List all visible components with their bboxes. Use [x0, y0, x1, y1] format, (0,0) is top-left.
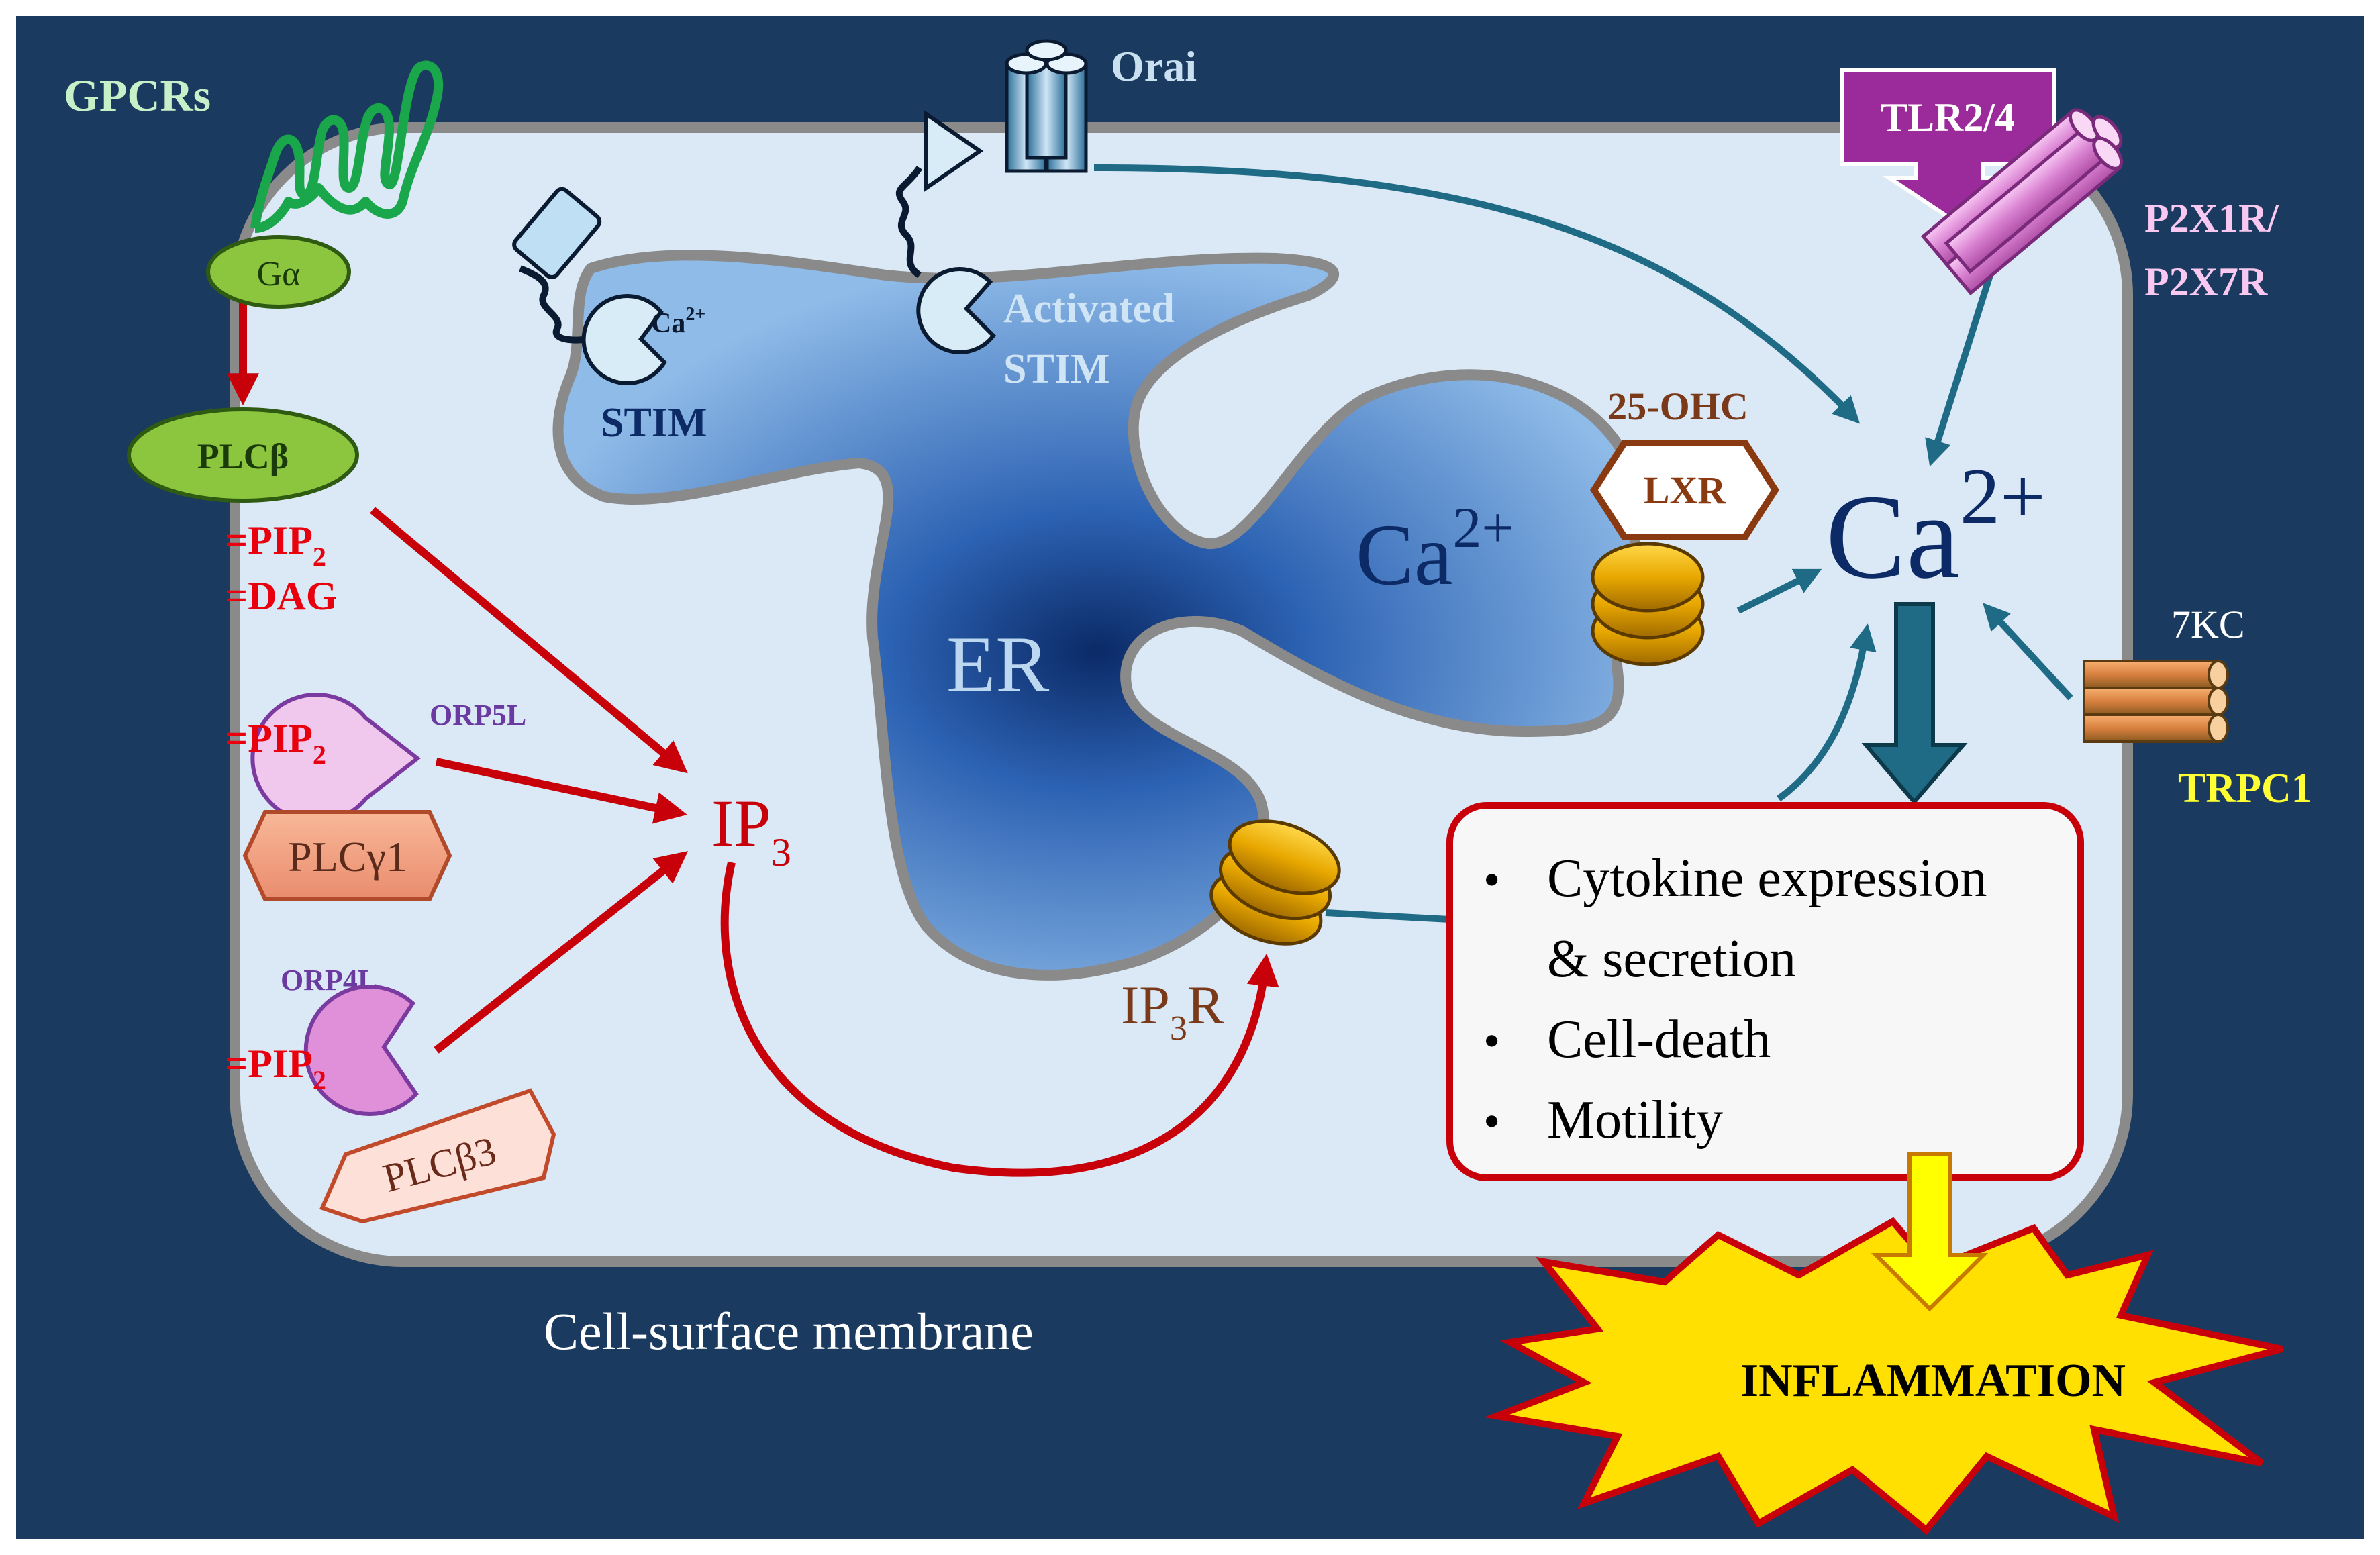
p2x-label-2: P2X7R [2144, 260, 2268, 304]
cylinder-channel-icon [1005, 39, 1088, 173]
gpcr-icon [250, 60, 444, 233]
effect-item-3: Motility [1547, 1091, 1723, 1150]
cyto-ca-label: Ca2+ [1826, 452, 2046, 603]
membrane-label: Cell-surface membrane [544, 1302, 1034, 1360]
trpc1-channel [2083, 660, 2229, 743]
arrow-pip2-ip3-1 [370, 507, 688, 774]
cyto-ca-sup: 2+ [1960, 452, 2046, 541]
cyto-ca-text: Ca [1826, 470, 1960, 603]
stim-linker [519, 265, 605, 344]
orp5l-label: ORP5L [430, 699, 526, 732]
starburst-icon [1484, 1217, 2283, 1536]
ip3-label: IP3 [711, 786, 791, 874]
ip3r-sub: 3 [1170, 1009, 1187, 1048]
arrow-p2x-ca [1925, 274, 1993, 467]
effect-item-1b: & secretion [1547, 930, 1796, 989]
gpcrs-label: GPCRs [64, 70, 211, 121]
pip2-sub-1: 2 [313, 542, 326, 572]
pip2-sub-3: 2 [313, 1065, 326, 1095]
dag-text: DAG [248, 574, 337, 618]
yellow-arrow [1871, 1152, 1989, 1312]
arrow-ryr-ca [1736, 568, 1822, 614]
effect-bullet-2: • [1483, 1014, 1500, 1068]
activated-stim-pacman [916, 266, 996, 354]
er-ca-label: Ca2+ [1356, 495, 1514, 603]
activated-label-1: Activated [1003, 286, 1175, 332]
pip2-label-3: =PIP2 [225, 1042, 326, 1095]
dag-eq: = [225, 574, 248, 618]
trpc1-label: TRPC1 [2178, 766, 2312, 811]
pip2-eq-1: = [225, 518, 248, 562]
galpha-oval [206, 235, 351, 309]
ip3-text: IP [711, 786, 771, 860]
ohc-label: 25-OHC [1607, 385, 1748, 428]
effect-item-2: Cell-death [1547, 1010, 1771, 1069]
effect-item-1: Cytokine expression [1547, 849, 1987, 908]
effect-bullet-1: • [1483, 853, 1500, 907]
arrow-pip2-ip3-2 [435, 758, 687, 824]
stim-pacman [581, 294, 667, 386]
pip2-eq-2: = [225, 716, 248, 760]
arrow-trpc1-ca [1983, 603, 2073, 701]
er-label: ER [946, 619, 1049, 709]
er-ca-text: Ca [1356, 507, 1452, 603]
pip2-label-2: =PIP2 [225, 716, 326, 770]
pip2-text-2: PIP [248, 716, 313, 760]
arrow-orai-ca [1093, 164, 1861, 424]
effect-bullet-3: • [1483, 1095, 1500, 1148]
stim-ca-sup: 2+ [685, 304, 705, 325]
pip2-eq-3: = [225, 1042, 248, 1086]
plcbeta-label: PLCβ [197, 436, 289, 476]
dag-label: =DAG [225, 574, 338, 618]
lxr-label: LXR [1644, 468, 1727, 512]
triangle-icon [924, 110, 984, 192]
pip2-text-1: PIP [248, 518, 313, 562]
ip3r-r: R [1187, 974, 1224, 1036]
activated-stim-linker [895, 166, 923, 279]
inflammation-label: INFLAMMATION [1740, 1355, 2126, 1407]
activated-label-2: STIM [1003, 346, 1109, 392]
thick-arrow-ca-effects [1861, 602, 1968, 805]
galpha-label: Gα [257, 255, 301, 293]
plcgamma1-label: PLCγ1 [288, 833, 407, 881]
lxr-hexagon [1590, 440, 1779, 540]
ip3r-label: IP3R [1121, 974, 1224, 1048]
kc-label: 7KC [2171, 603, 2245, 646]
stim-ca-text: Ca [651, 308, 685, 339]
pip2-text-3: PIP [248, 1042, 313, 1086]
stim-box [512, 187, 602, 280]
pip2-label-1: =PIP2 [225, 518, 326, 572]
ip3-receptor-icon [1591, 542, 1705, 666]
plcbeta-oval [127, 407, 359, 503]
orai-label: Orai [1111, 42, 1197, 90]
effects-box [1446, 802, 2084, 1181]
plcbeta3-hexagon [319, 1088, 556, 1224]
p2x-label-1: P2X1R/ [2144, 196, 2279, 240]
ip3r-channel [1209, 819, 1341, 946]
er-ca-sup: 2+ [1452, 495, 1514, 560]
stim-ca-label: Ca2+ [651, 304, 705, 339]
link-ip3r-effects [1325, 909, 1450, 923]
stim-label: STIM [601, 400, 707, 446]
pip2-sub-2: 2 [313, 740, 326, 770]
p2x-channel [1920, 108, 2124, 296]
hexagon-icon [242, 810, 452, 901]
ip3-sub: 3 [771, 830, 791, 874]
arrow-ip3-ip3r [720, 861, 1279, 1177]
tlr-label: TLR2/4 [1881, 95, 2015, 140]
ip3r-text: IP [1121, 974, 1170, 1036]
pacman-icon-2 [303, 985, 419, 1116]
er-shape [552, 250, 1642, 981]
arrow-pip2-ip3-3 [434, 851, 689, 1054]
arrow-effects-ca [1777, 623, 1877, 802]
